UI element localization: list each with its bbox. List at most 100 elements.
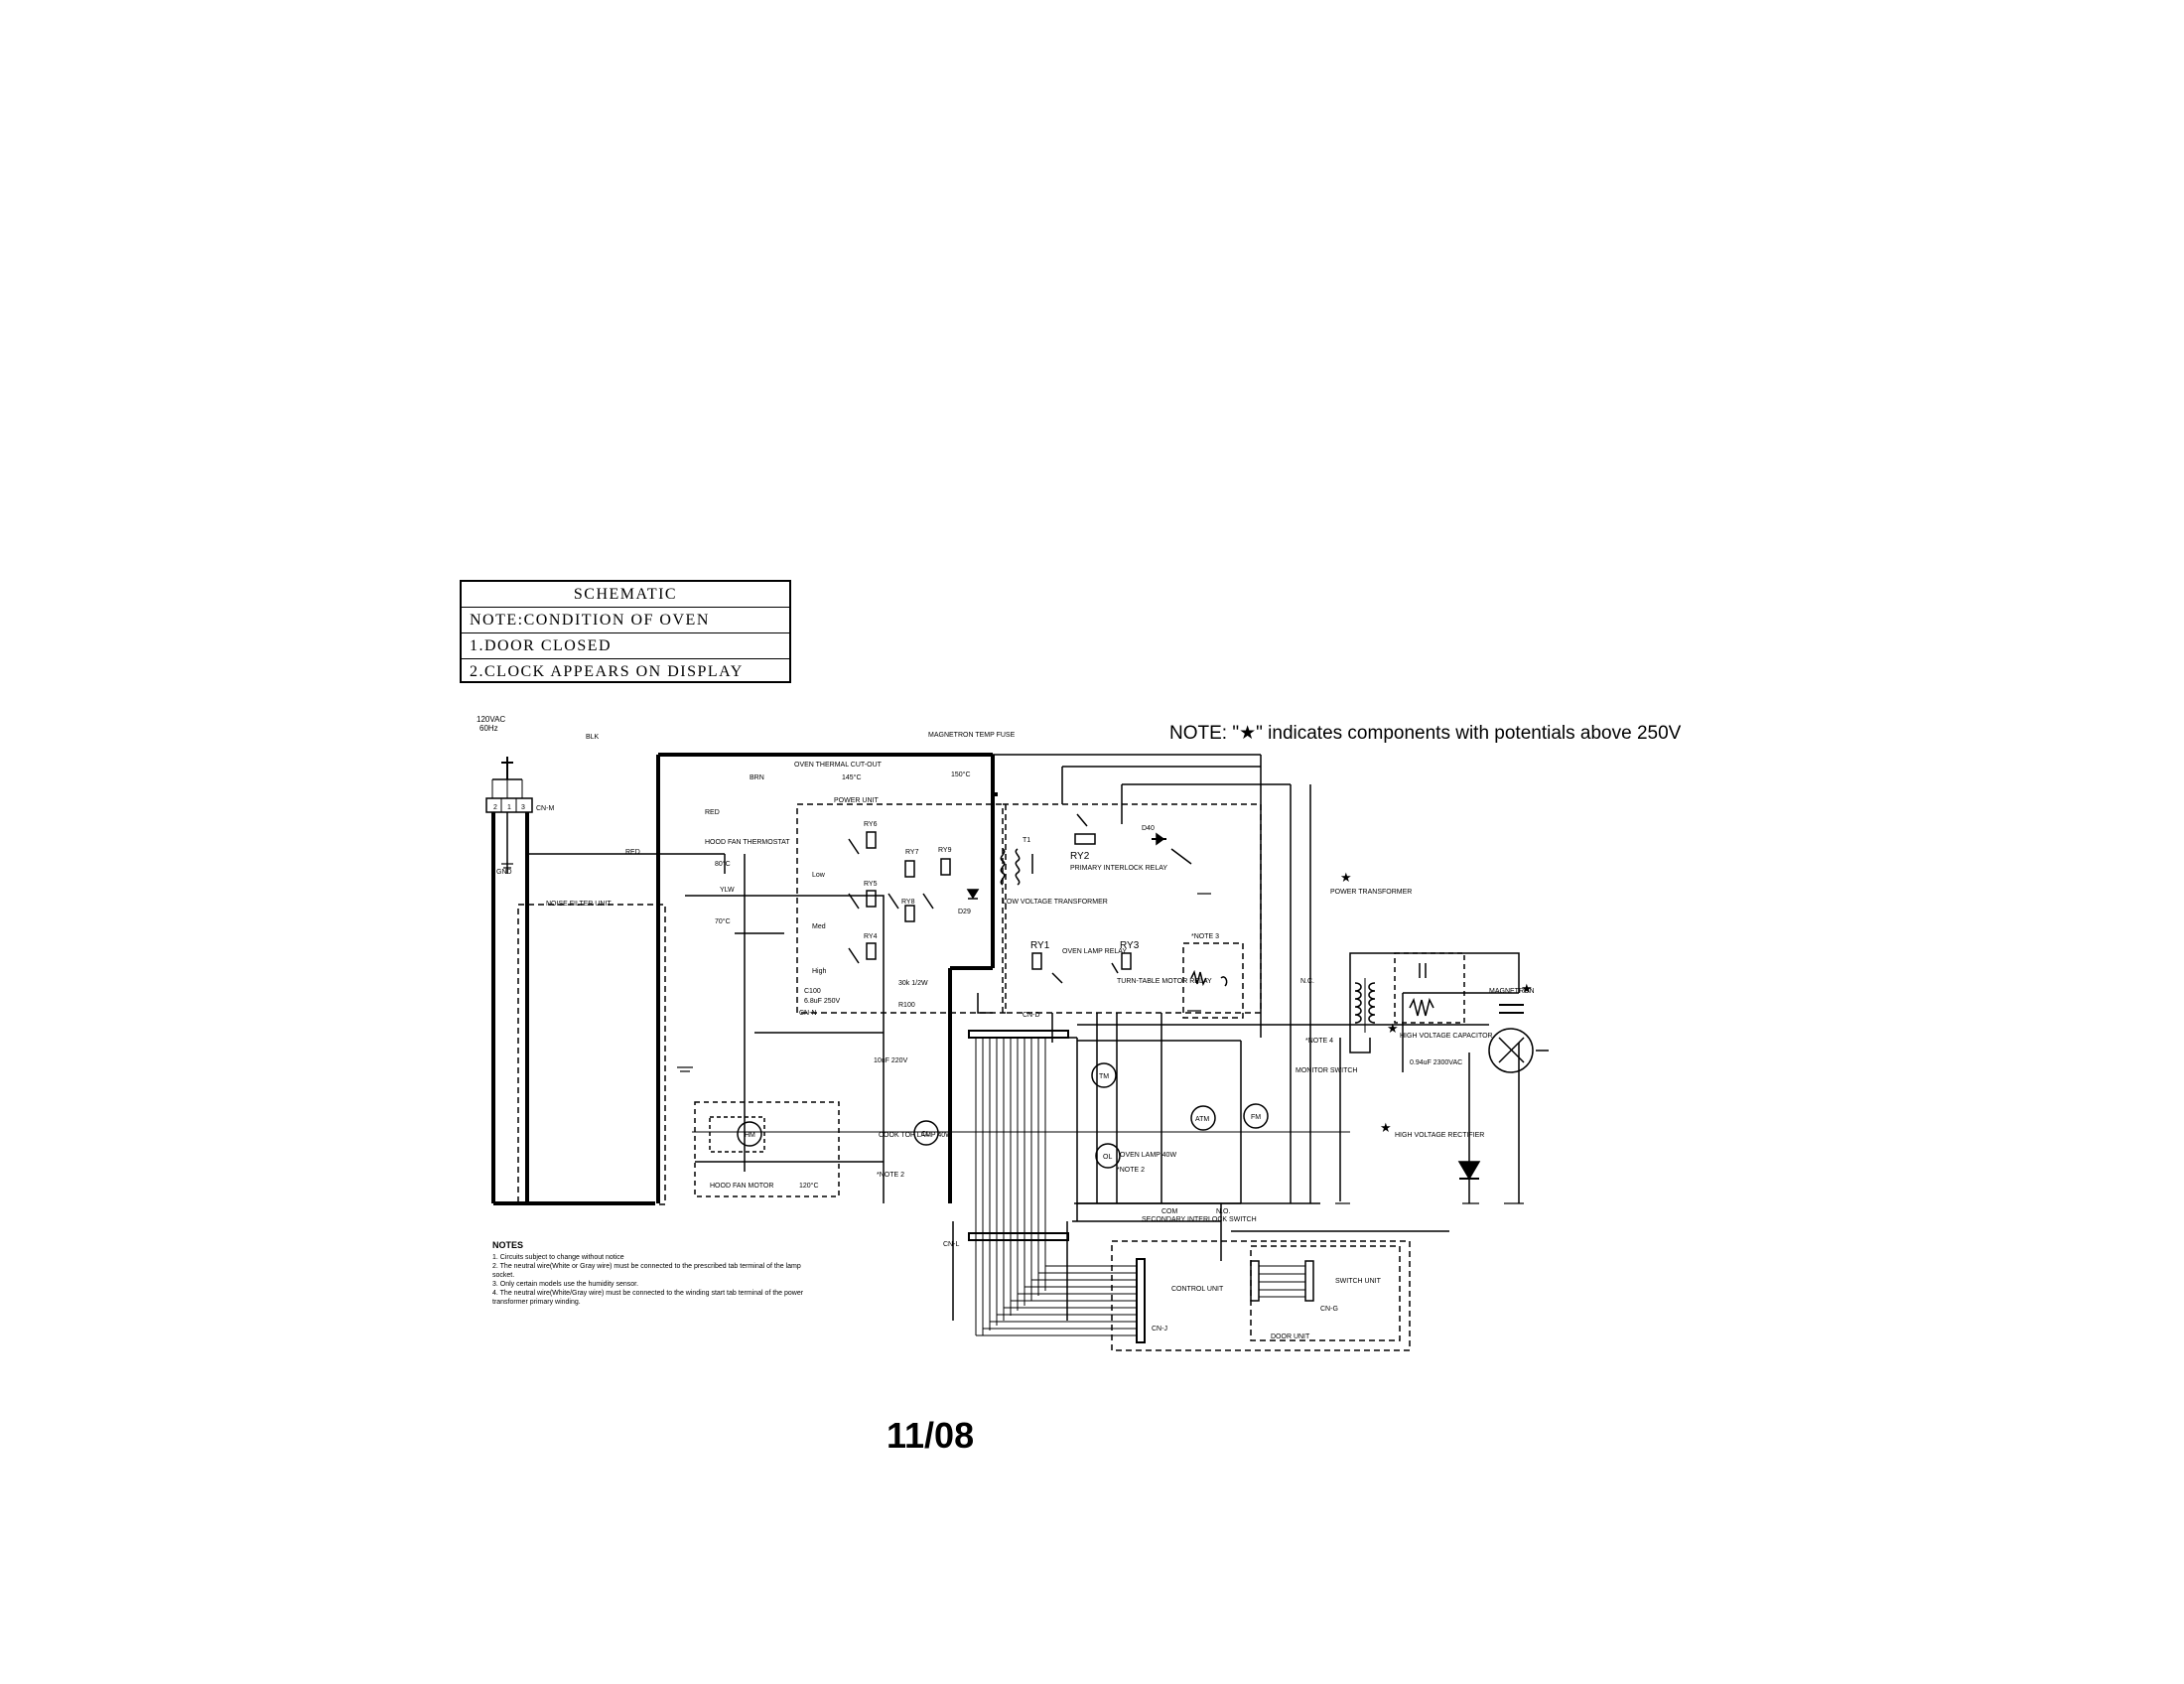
hv-cap-value: 0.94uF 2300VAC (1410, 1059, 1462, 1066)
lv-transformer-secondary (1015, 848, 1021, 886)
c100-value: 6.8uF 250V (804, 998, 841, 1005)
star-icon: ★ (1239, 723, 1257, 744)
ry2-label: RY2 (1070, 851, 1090, 862)
cn-j-label: CN-J (1152, 1326, 1167, 1333)
ry9-label: RY9 (938, 847, 952, 854)
cn-m-label: CN-M (536, 805, 554, 812)
power-transformer-label: POWER TRANSFORMER (1330, 889, 1412, 896)
ry2-coil (1074, 833, 1096, 845)
supply-voltage-label: 120VAC (477, 715, 505, 724)
hv-capacitor-label: HIGH VOLTAGE CAPACITOR (1400, 1033, 1493, 1040)
ry3-label: RY3 (1120, 940, 1140, 951)
hv-rectifier-diode (1457, 1161, 1481, 1181)
lv-transformer-primary (1000, 848, 1006, 886)
ry7-label: RY7 (905, 849, 919, 856)
wire-red-left: RED (625, 849, 640, 856)
ry8-label: RY8 (901, 899, 915, 906)
oven-lamp-circle (1095, 1143, 1121, 1169)
low-label: Low (812, 872, 826, 879)
ry9-coil (940, 858, 951, 876)
high-potential-note: NOTE: "★" indicates components with pote… (1169, 722, 1681, 745)
hood-fan-temp2-label: 120°C (799, 1182, 819, 1190)
cn-n-label: CN-N (799, 1010, 817, 1017)
svg-text:3: 3 (521, 804, 525, 811)
main-bus-wires (491, 753, 998, 1205)
noise-filter-label: NOISE FILTER UNIT (546, 901, 612, 908)
ry1-coil (1031, 952, 1042, 970)
cn-g-label: CN-G (1320, 1306, 1338, 1313)
note2-oven: *NOTE 2 (1117, 1167, 1145, 1174)
wire-blk-top: BLK (586, 734, 600, 741)
oven-thermal-label: OVEN THERMAL CUT-OUT (794, 762, 883, 769)
note-4: 4. The neutral wire(White/Gray wire) mus… (492, 1290, 804, 1306)
ol-label: OL (1103, 1154, 1112, 1161)
wire-brn-top: BRN (750, 774, 764, 781)
note-1: 1. Circuits subject to change without no… (492, 1254, 624, 1261)
secondary-interlock-label: SECONDARY INTERLOCK SWITCH (1142, 1216, 1257, 1223)
hv-bleeder-resistor (1409, 997, 1434, 1017)
star-icon: ★ (1340, 870, 1352, 885)
tm-label: TM (1099, 1073, 1109, 1080)
hood-fan-thermostat-label: HOOD FAN THERMOSTAT (705, 839, 790, 846)
hood-fan-motor-circle (737, 1121, 762, 1147)
relay-contacts (848, 813, 1228, 987)
note4-label: *NOTE 4 (1305, 1038, 1333, 1045)
humidity-resistor (1190, 969, 1207, 987)
antenna-motor-circle (1190, 1105, 1216, 1131)
atm-label: ATM (1195, 1116, 1209, 1123)
magnetron-fuse-label: MAGNETRON TEMP FUSE (928, 732, 1016, 739)
ry8-coil (904, 905, 915, 922)
svg-text:1: 1 (507, 804, 511, 811)
magnetron-label: MAGNETRON (1489, 988, 1535, 995)
t1-label: T1 (1023, 837, 1030, 844)
cn-d-label: CN-D (1023, 1012, 1040, 1019)
condition-note: NOTE:CONDITION OF OVEN (462, 607, 789, 632)
ry4-coil (866, 942, 877, 960)
oven-thermal-temp: 145°C (842, 773, 862, 781)
door-unit-label: DOOR UNIT (1271, 1333, 1310, 1340)
unit-boundaries (517, 803, 1411, 1351)
hv-rectifier-label: HIGH VOLTAGE RECTIFIER (1395, 1132, 1484, 1139)
magnetron-tube (1488, 1028, 1534, 1073)
note2-cook: *NOTE 2 (877, 1172, 904, 1179)
star-icon: ★ (1387, 1021, 1399, 1036)
r100-value: 30k 1/2W (898, 980, 928, 987)
power-unit-boundary (796, 803, 1007, 1014)
ground-symbols (501, 863, 1524, 1204)
hood-fan-motor-label: HOOD FAN MOTOR (710, 1183, 773, 1190)
power-unit-label: POWER UNIT (834, 797, 879, 804)
c100-label: C100 (804, 988, 821, 995)
star-icon: ★ (1521, 981, 1533, 996)
star-icon: ★ (1380, 1120, 1392, 1135)
monitor-switch-label: MONITOR SWITCH (1296, 1067, 1357, 1074)
power-plug: 2 1 3 (485, 757, 533, 813)
primary-interlock-label: PRIMARY INTERLOCK RELAY (1070, 865, 1167, 872)
hood-fan-boundary (694, 1101, 840, 1197)
oven-lamp-label: OVEN LAMP 40W (1120, 1152, 1176, 1159)
ry6-label: RY6 (864, 821, 878, 828)
note3-label: *NOTE 3 (1191, 933, 1219, 940)
fan-motor-circle (1243, 1103, 1269, 1129)
r100-label: R100 (898, 1002, 915, 1009)
cook-top-lamp-label: COOK TOP LAMP 40W (879, 1132, 952, 1139)
nc-label: N.C. (1300, 978, 1314, 985)
harness (968, 1030, 1314, 1343)
relay-boundary (1002, 803, 1262, 1014)
noise-filter-unit (517, 904, 666, 1205)
cook-top-lamp-circle (913, 1120, 939, 1146)
condition-clock-display: 2.CLOCK APPEARS ON DISPLAY (462, 658, 789, 684)
note-suffix: " indicates components with potentials a… (1256, 723, 1682, 744)
note-2: 2. The neutral wire(White or Gray wire) … (492, 1263, 801, 1279)
schematic-title-box: SCHEMATIC NOTE:CONDITION OF OVEN 1.DOOR … (460, 580, 791, 683)
ry7-coil (904, 860, 915, 878)
schematic-title: SCHEMATIC (573, 586, 678, 603)
motors (694, 1062, 1269, 1197)
power-transformer (1354, 952, 1549, 1181)
ry4-label: RY4 (864, 933, 878, 940)
cook-cap-label: 10uF 220V (874, 1057, 908, 1064)
page-number: 11/08 (887, 1415, 975, 1456)
switch-unit-label: SWITCH UNIT (1335, 1278, 1382, 1285)
ry5-label: RY5 (864, 881, 878, 888)
control-unit-label: CONTROL UNIT (1171, 1286, 1224, 1293)
